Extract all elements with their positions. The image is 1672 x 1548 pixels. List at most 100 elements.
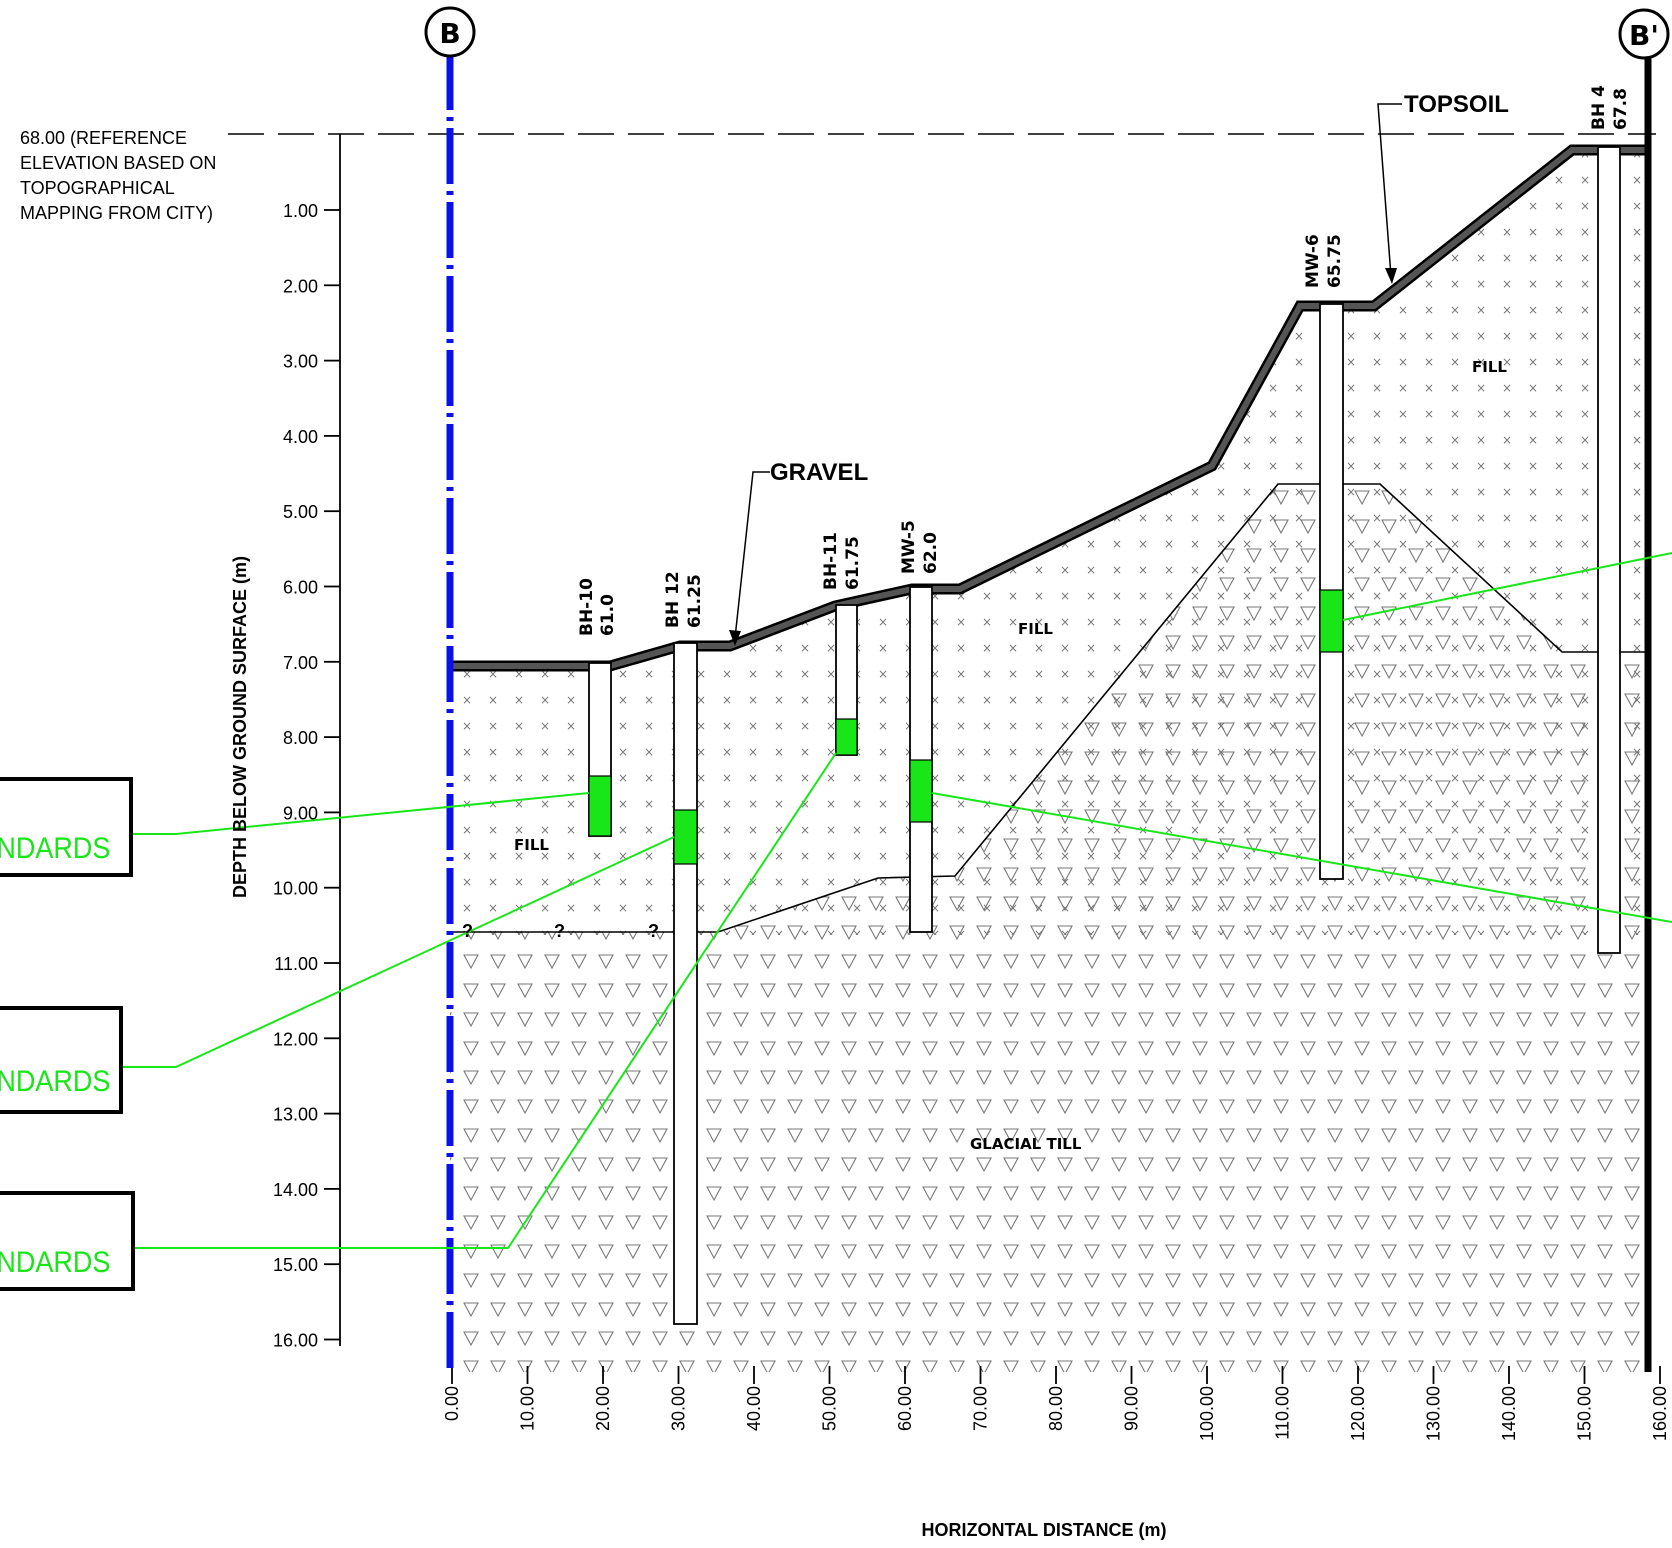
y-tick-label: 5.00 <box>283 502 318 522</box>
x-axis-title: HORIZONTAL DISTANCE (m) <box>922 1520 1167 1540</box>
y-tick-label: 15.00 <box>273 1255 318 1275</box>
borehole-bh-12-id: BH 12 <box>663 571 683 628</box>
x-tick-label: 40.00 <box>744 1386 764 1431</box>
x-tick-label: 90.00 <box>1122 1386 1142 1431</box>
sample-interval <box>673 809 698 865</box>
reference-elevation-note: 68.00 (REFERENCE ELEVATION BASED ON TOPO… <box>20 128 216 223</box>
section-marker-b-prime: B' <box>1618 8 1670 60</box>
callout-box-1: NDARDS <box>0 777 133 877</box>
reference-line-2: ELEVATION BASED ON <box>20 153 216 173</box>
x-tick-label: 100.00 <box>1197 1386 1217 1441</box>
sample-interval <box>835 718 858 756</box>
borehole-mw-5-id: MW-5 <box>899 520 919 574</box>
leader-mw-5 <box>931 792 1672 923</box>
borehole-bh-10-id: BH-10 <box>577 578 597 636</box>
x-tick-label: 140.00 <box>1499 1386 1519 1441</box>
x-tick-label: 20.00 <box>593 1386 613 1431</box>
glacial-till-layer <box>450 484 1642 1372</box>
borehole-bh-12: BH 12 61.25 <box>663 571 705 1325</box>
y-tick-label: 3.00 <box>283 352 318 372</box>
borehole-bh-10: BH-10 61.0 <box>577 578 618 837</box>
y-tick-label: 1.00 <box>283 201 318 221</box>
y-tick-label: 16.00 <box>273 1331 318 1351</box>
leader-bh-12 <box>122 836 675 1068</box>
borehole-mw-5-elevation: 62.0 <box>921 532 941 574</box>
borehole-bh-11-elevation: 61.75 <box>843 536 863 590</box>
borehole-bh-12-elevation: 61.25 <box>685 574 705 628</box>
borehole-mw-6-elevation: 65.75 <box>1325 234 1345 288</box>
x-tick-label: 30.00 <box>669 1386 689 1431</box>
y-tick-label: 13.00 <box>273 1105 318 1125</box>
callout-leaders <box>122 552 1672 1249</box>
callout-box-2: NDARDS <box>0 1006 123 1114</box>
sample-interval <box>909 759 933 823</box>
borehole-bh-11: BH-11 61.75 <box>821 532 863 756</box>
topsoil-leader <box>1377 103 1402 277</box>
borehole-bh-4-elevation: 67.8 <box>1611 88 1631 130</box>
reference-line-4: MAPPING FROM CITY) <box>20 203 213 223</box>
y-tick-label: 12.00 <box>273 1029 318 1049</box>
section-marker-b-prime-label: B' <box>1629 19 1659 52</box>
x-tick-label: 120.00 <box>1348 1386 1368 1441</box>
reference-line-1: 68.00 (REFERENCE <box>20 128 187 148</box>
sample-interval <box>1319 589 1344 653</box>
borehole-mw-5: MW-5 62.0 <box>899 520 941 933</box>
y-tick-label: 6.00 <box>283 578 318 598</box>
fill-till-boundary <box>450 483 1650 933</box>
fill-label-1: FILL <box>514 836 549 854</box>
y-axis-title: DEPTH BELOW GROUND SURFACE (m) <box>230 556 250 898</box>
y-tick-label: 7.00 <box>283 653 318 673</box>
y-tick-label: 11.00 <box>274 954 318 974</box>
callout-text-3: NDARDS <box>0 1246 110 1280</box>
borehole-bh-11-id: BH-11 <box>821 532 841 590</box>
borehole-bh-4-id: BH 4 <box>1589 85 1609 130</box>
leader-bh-10 <box>132 792 590 835</box>
x-tick-label: 80.00 <box>1046 1386 1066 1431</box>
x-tick-label: 0.00 <box>442 1386 462 1421</box>
y-tick-label: 14.00 <box>273 1180 318 1200</box>
borehole-bh-10-elevation: 61.0 <box>598 594 618 636</box>
borehole-mw-6-id: MW-6 <box>1303 234 1323 288</box>
section-marker-b: B <box>424 6 476 58</box>
x-axis-ticks: 0.00 10.00 20.00 30.00 40.00 50.00 60.00 70.00 8… <box>442 1366 1670 1441</box>
leader-mw-6 <box>1342 552 1672 621</box>
y-tick-label: 2.00 <box>283 276 318 296</box>
sample-interval <box>588 775 612 837</box>
unknown-contact-mark-2: ? <box>554 921 565 941</box>
soil-layers <box>450 150 1642 1372</box>
y-tick-label: 4.00 <box>283 427 318 447</box>
x-tick-label: 110.00 <box>1273 1386 1293 1440</box>
fill-label-3: FILL <box>1472 358 1507 376</box>
section-marker-b-label: B <box>439 17 460 50</box>
x-tick-label: 160.00 <box>1650 1386 1670 1441</box>
topsoil-label: TOPSOIL <box>1404 91 1509 118</box>
x-tick-label: 10.00 <box>518 1386 538 1431</box>
glacial-till-label: GLACIAL TILL <box>970 1135 1082 1153</box>
material-leaders <box>729 103 1402 646</box>
y-tick-label: 9.00 <box>283 803 318 823</box>
x-tick-label: 60.00 <box>895 1386 915 1431</box>
unknown-contact-mark-1: ? <box>462 921 473 941</box>
x-tick-label: 70.00 <box>971 1386 991 1431</box>
gravel-label: GRAVEL <box>770 459 868 486</box>
fill-label-2: FILL <box>1018 620 1053 638</box>
y-tick-label: 8.00 <box>283 728 318 748</box>
callout-box-3: NDARDS <box>0 1191 135 1291</box>
borehole-bh-4: BH 4 67.8 <box>1589 85 1631 954</box>
leader-bh-11 <box>134 752 837 1249</box>
callout-text-1: NDARDS <box>0 832 110 866</box>
y-axis-ticks: 1.00 2.00 3.00 4.00 5.00 6.00 7.00 8.00 9.00 10.0… <box>273 201 340 1351</box>
borehole-mw-6: MW-6 65.75 <box>1303 234 1345 880</box>
x-tick-label: 50.00 <box>820 1386 840 1431</box>
reference-line-3: TOPOGRAPHICAL <box>20 178 175 198</box>
layer-boundaries <box>450 483 1650 933</box>
gravel-leader <box>734 471 770 639</box>
y-tick-label: 10.00 <box>273 879 318 899</box>
callout-text-2: NDARDS <box>0 1065 110 1099</box>
ground-surface-fill <box>450 147 1650 669</box>
unknown-contact-mark-3: ? <box>648 921 659 941</box>
x-tick-label: 130.00 <box>1424 1386 1444 1441</box>
x-tick-label: 150.00 <box>1575 1386 1595 1441</box>
